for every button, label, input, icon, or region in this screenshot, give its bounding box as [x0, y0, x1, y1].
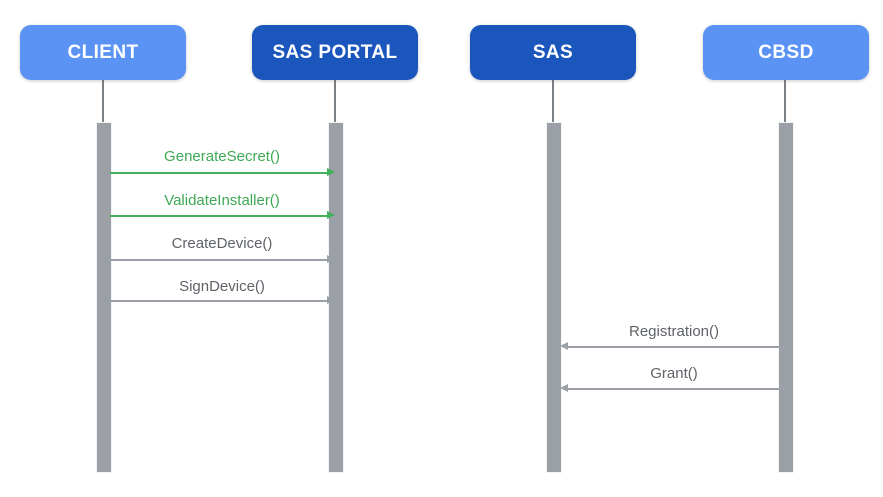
actor-box-sas-portal[interactable]: SAS PORTAL — [252, 25, 418, 80]
message-arrowhead-grant — [560, 384, 568, 392]
message-line-create-device — [110, 259, 328, 261]
message-arrowhead-registration — [560, 342, 568, 350]
lifeline-stem-sas — [552, 80, 554, 122]
activation-bar-cbsd — [778, 122, 794, 473]
lifeline-stem-sas-portal — [334, 80, 336, 122]
activation-bar-client — [96, 122, 112, 473]
actor-label-sas: SAS — [532, 41, 574, 63]
actor-label-cbsd: CBSD — [758, 41, 814, 63]
message-line-validate-installer — [110, 215, 328, 217]
message-line-generate-secret — [110, 172, 328, 174]
message-label-registration: Registration() — [628, 323, 720, 340]
message-label-create-device: CreateDevice() — [171, 235, 273, 252]
actor-label-client: CLIENT — [67, 41, 139, 63]
message-label-validate-installer: ValidateInstaller() — [164, 192, 280, 209]
message-label-generate-secret: GenerateSecret() — [164, 148, 280, 165]
actor-label-sas-portal: SAS PORTAL — [272, 41, 398, 63]
message-line-registration — [568, 346, 785, 348]
actor-box-cbsd[interactable]: CBSD — [703, 25, 869, 80]
activation-bar-sas — [546, 122, 562, 473]
actor-box-sas[interactable]: SAS — [470, 25, 636, 80]
message-label-grant: Grant() — [650, 365, 698, 382]
message-label-sign-device: SignDevice() — [179, 278, 265, 295]
message-arrowhead-generate-secret — [327, 168, 335, 176]
message-arrowhead-validate-installer — [327, 211, 335, 219]
message-arrowhead-create-device — [327, 255, 335, 263]
lifeline-stem-cbsd — [784, 80, 786, 122]
message-line-grant — [568, 388, 785, 390]
actor-box-client[interactable]: CLIENT — [20, 25, 186, 80]
message-line-sign-device — [110, 300, 328, 302]
lifeline-stem-client — [102, 80, 104, 122]
message-arrowhead-sign-device — [327, 296, 335, 304]
